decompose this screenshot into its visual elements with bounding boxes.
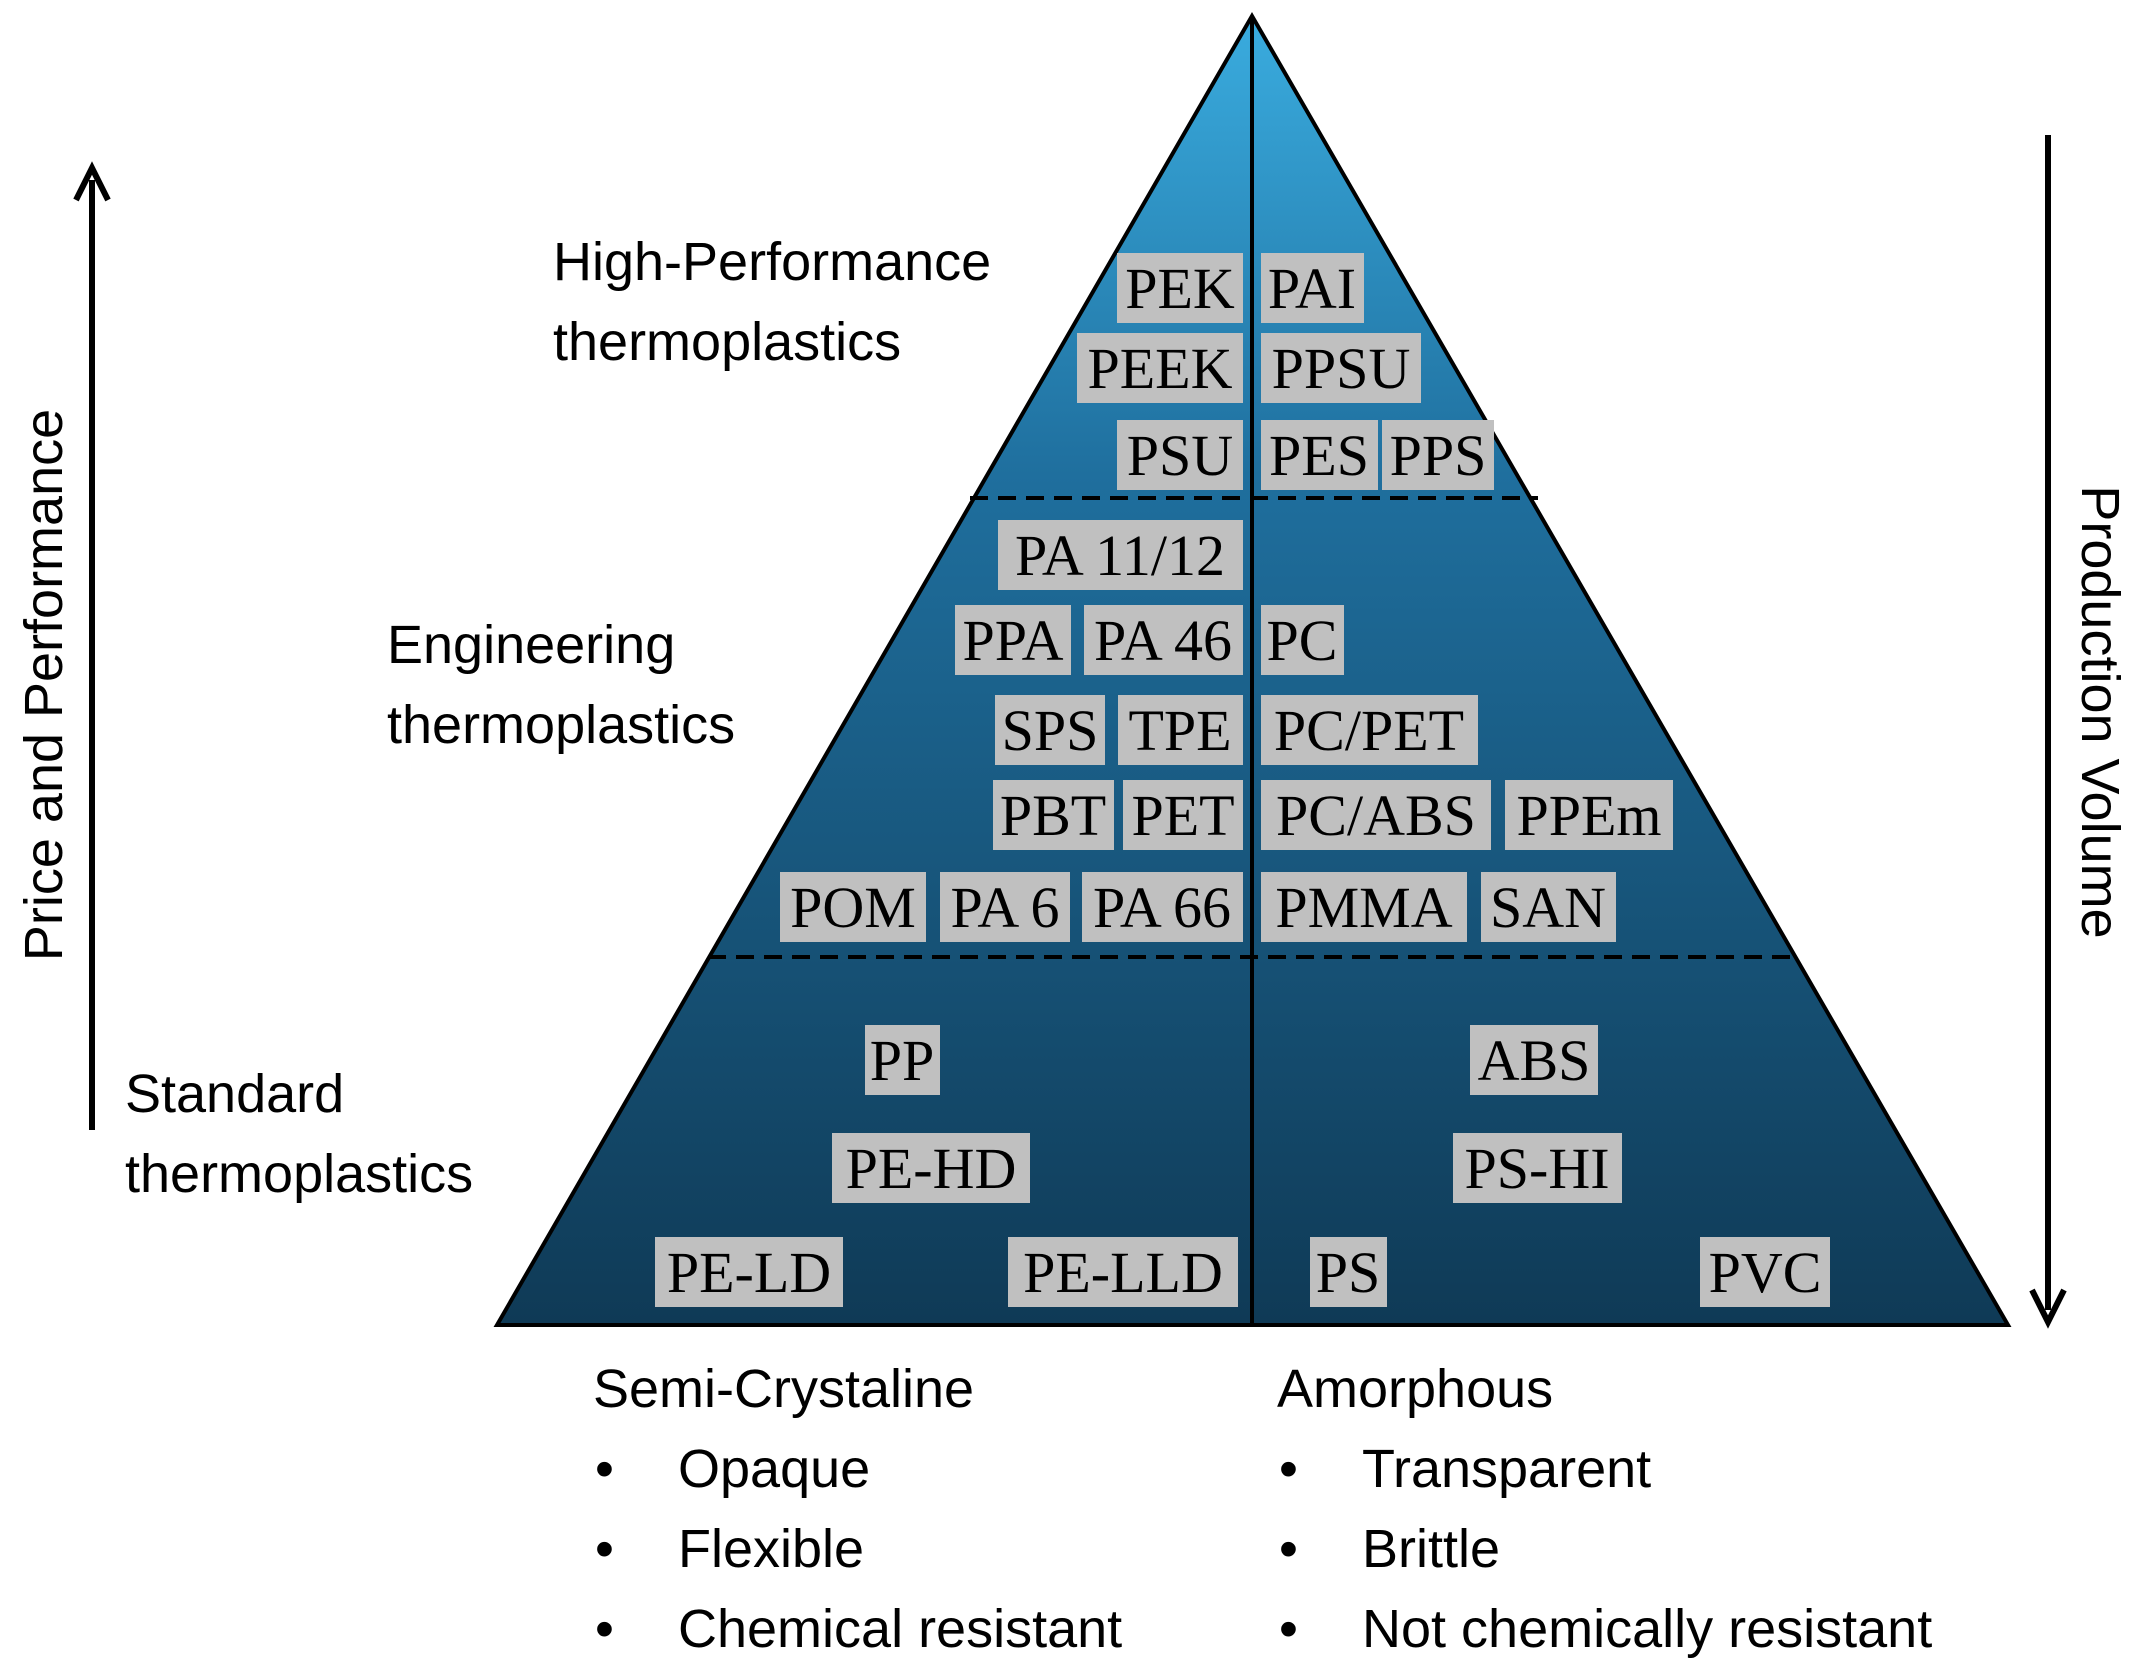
polymer-chip-ppsu: PPSU bbox=[1261, 333, 1421, 403]
tier-label-standard-line2: thermoplastics bbox=[125, 1144, 473, 1204]
polymer-label: ABS bbox=[1478, 1028, 1591, 1093]
polymer-chip-abs: ABS bbox=[1470, 1025, 1598, 1095]
polymer-label: PC/ABS bbox=[1276, 783, 1476, 848]
polymer-label: PVC bbox=[1709, 1240, 1822, 1305]
polymer-chip-pehd: PE-HD bbox=[832, 1133, 1030, 1203]
legend-semi-item: Opaque bbox=[678, 1439, 870, 1499]
tier-label-high-line1: High-Performance bbox=[553, 232, 991, 292]
polymer-chip-ps: PS bbox=[1310, 1237, 1387, 1307]
polymer-label: PC bbox=[1267, 608, 1338, 673]
tier-label-high-line2: thermoplastics bbox=[553, 312, 901, 372]
polymer-label: PA 11/12 bbox=[1015, 523, 1225, 588]
polymer-chip-san: SAN bbox=[1481, 872, 1616, 942]
polymer-chip-pom: POM bbox=[780, 872, 926, 942]
polymer-chips: PEK PAI PEEK PPSU PSU PES PPS PA 11/12 P… bbox=[655, 253, 1830, 1307]
polymer-chip-pp: PP bbox=[865, 1025, 940, 1095]
polymer-label: PBT bbox=[1000, 783, 1106, 848]
polymer-chip-pc: PC bbox=[1261, 605, 1344, 675]
legend-semi-item: Flexible bbox=[678, 1519, 864, 1579]
bullet: • bbox=[595, 1519, 614, 1579]
polymer-chip-pes: PES bbox=[1261, 420, 1378, 490]
legend-amorphous: Amorphous • Transparent • Brittle • Not … bbox=[1277, 1359, 1932, 1659]
polymer-chip-pelld: PE-LLD bbox=[1008, 1237, 1238, 1307]
polymer-label: PPA bbox=[962, 608, 1063, 673]
polymer-chip-pcabs: PC/ABS bbox=[1261, 780, 1491, 850]
polymer-label: PE-LD bbox=[667, 1240, 831, 1305]
legend-semi-item: Chemical resistant bbox=[678, 1599, 1122, 1659]
price-performance-label: Price and Performance bbox=[14, 409, 74, 961]
polymer-chip-pshi: PS-HI bbox=[1453, 1133, 1622, 1203]
polymer-label: SPS bbox=[1002, 698, 1099, 763]
polymer-label: PPEm bbox=[1516, 783, 1661, 848]
polymer-chip-pa6: PA 6 bbox=[940, 872, 1070, 942]
polymer-chip-peld: PE-LD bbox=[655, 1237, 843, 1307]
tier-label-standard-line1: Standard bbox=[125, 1064, 344, 1124]
polymer-chip-pcpet: PC/PET bbox=[1261, 695, 1478, 765]
price-performance-arrow bbox=[73, 161, 111, 1130]
polymer-label: PA 46 bbox=[1094, 608, 1232, 673]
polymer-chip-pvc: PVC bbox=[1700, 1237, 1830, 1307]
polymer-label: PET bbox=[1131, 783, 1234, 848]
polymer-chip-ppa: PPA bbox=[955, 605, 1071, 675]
polymer-chip-pa66: PA 66 bbox=[1082, 872, 1243, 942]
polymer-chip-pai: PAI bbox=[1261, 253, 1364, 323]
polymer-chip-sps: SPS bbox=[995, 695, 1105, 765]
polymer-label: POM bbox=[790, 875, 916, 940]
legend-semi-title: Semi-Crystaline bbox=[593, 1359, 974, 1419]
polymer-label: PC/PET bbox=[1274, 698, 1464, 763]
bullet: • bbox=[1279, 1599, 1298, 1659]
polymer-label: PA 6 bbox=[950, 875, 1059, 940]
polymer-label: SAN bbox=[1490, 875, 1606, 940]
polymer-label: PP bbox=[870, 1028, 935, 1093]
polymer-label: PS-HI bbox=[1464, 1136, 1609, 1201]
bullet: • bbox=[1279, 1439, 1298, 1499]
polymer-label: PES bbox=[1269, 423, 1369, 488]
polymer-chip-psu: PSU bbox=[1117, 420, 1243, 490]
bullet: • bbox=[1279, 1519, 1298, 1579]
legend-amorphous-title: Amorphous bbox=[1277, 1359, 1553, 1419]
polymer-label: PA 66 bbox=[1093, 875, 1231, 940]
polymer-chip-tpe: TPE bbox=[1118, 695, 1243, 765]
tier-label-engineering-line2: thermoplastics bbox=[387, 695, 735, 755]
polymer-chip-pet: PET bbox=[1123, 780, 1243, 850]
tier-label-engineering-line1: Engineering bbox=[387, 615, 675, 675]
polymer-label: PEEK bbox=[1088, 336, 1233, 401]
production-volume-label: Production Volume bbox=[2070, 485, 2130, 938]
polymer-label: PAI bbox=[1268, 256, 1356, 321]
production-volume-arrow bbox=[2029, 135, 2067, 1329]
polymer-chip-ppem: PPEm bbox=[1505, 780, 1673, 850]
polymer-label: PE-LLD bbox=[1023, 1240, 1223, 1305]
polymer-label: PPS bbox=[1390, 423, 1487, 488]
polymer-chip-pps: PPS bbox=[1382, 420, 1494, 490]
polymer-label: PSU bbox=[1127, 423, 1233, 488]
polymer-label: PS bbox=[1316, 1240, 1381, 1305]
legend-amorphous-item: Brittle bbox=[1362, 1519, 1500, 1579]
legend-semi-crystaline: Semi-Crystaline • Opaque • Flexible • Ch… bbox=[593, 1359, 1122, 1659]
bullet: • bbox=[595, 1439, 614, 1499]
polymer-chip-pbt: PBT bbox=[993, 780, 1114, 850]
polymer-label: TPE bbox=[1128, 698, 1231, 763]
legend-amorphous-item: Not chemically resistant bbox=[1362, 1599, 1932, 1659]
polymer-chip-pa46: PA 46 bbox=[1084, 605, 1243, 675]
polymer-label: PE-HD bbox=[846, 1136, 1017, 1201]
polymer-chip-pek: PEK bbox=[1117, 253, 1243, 323]
polymer-label: PEK bbox=[1125, 256, 1235, 321]
bullet: • bbox=[595, 1599, 614, 1659]
polymer-chip-peek: PEEK bbox=[1077, 333, 1243, 403]
polymer-label: PMMA bbox=[1275, 875, 1452, 940]
polymer-label: PPSU bbox=[1272, 336, 1411, 401]
legend-amorphous-item: Transparent bbox=[1362, 1439, 1651, 1499]
polymer-chip-pmma: PMMA bbox=[1261, 872, 1467, 942]
polymer-chip-pa1112: PA 11/12 bbox=[998, 520, 1243, 590]
